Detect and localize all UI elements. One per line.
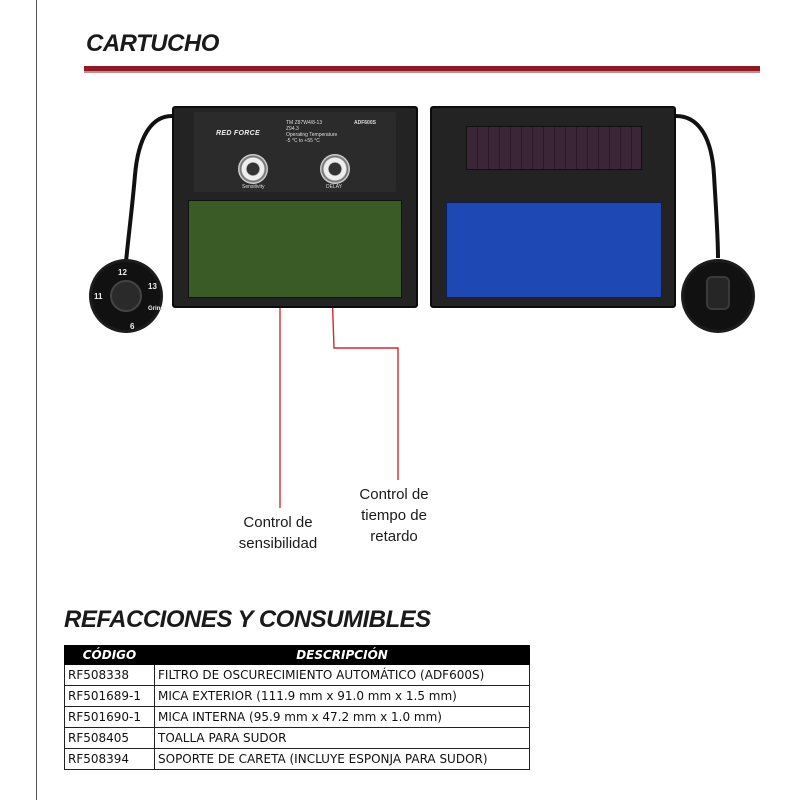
title-divider (84, 66, 760, 71)
dial-number: 12 (118, 268, 127, 277)
callout-sensitivity: Control de sensibilidad (238, 514, 318, 552)
part-code: RF501689-1 (64, 685, 155, 707)
right-cable (675, 114, 720, 259)
dial-number: 6 (130, 322, 135, 331)
part-code: RF508338 (64, 664, 155, 686)
sensitivity-knob-label: Sensitivity (242, 184, 265, 190)
column-header-description: DESCRIPCIÓN (154, 645, 530, 665)
table-row: RF508394 SOPORTE DE CARETA (INCLUYE ESPO… (64, 748, 530, 770)
table-row: RF501690-1 MICA INTERNA (95.9 mm x 47.2 … (64, 706, 530, 728)
part-description: SOPORTE DE CARETA (INCLUYE ESPONJA PARA … (154, 748, 530, 770)
part-description: MICA INTERNA (95.9 mm x 47.2 mm x 1.0 mm… (154, 706, 530, 728)
part-code: RF508394 (64, 748, 155, 770)
part-description: MICA EXTERIOR (111.9 mm x 91.0 mm x 1.5 … (154, 685, 530, 707)
part-description: TOALLA PARA SUDOR (154, 727, 530, 749)
section-title-refacciones: REFACCIONES Y CONSUMIBLES (64, 606, 431, 633)
auto-darkening-lens (188, 200, 402, 298)
model-label: ADF600S (354, 120, 376, 126)
cartridge-control-panel: RED FORCE TM Z87W4/8-13 Z94.3 Operating … (194, 112, 396, 192)
table-header-row: CÓDIGO DESCRIPCIÓN (64, 645, 530, 665)
parts-table: CÓDIGO DESCRIPCIÓN RF508338 FILTRO DE OS… (64, 645, 530, 770)
column-header-code: CÓDIGO (64, 645, 155, 665)
spec-line-4: -5 °C to +55 °C (286, 138, 320, 144)
margin-rule (36, 0, 37, 800)
spec-line-3: Operating Temperature (286, 132, 338, 138)
section-title-cartucho: CARTUCHO (86, 30, 219, 57)
spec-line-1: TM Z87W4/8-13 (286, 120, 323, 126)
table-row: RF508405 TOALLA PARA SUDOR (64, 727, 530, 749)
solar-panel (466, 126, 642, 170)
left-cable (124, 114, 173, 263)
table-row: RF508338 FILTRO DE OSCURECIMIENTO AUTOMÁ… (64, 664, 530, 686)
part-description: FILTRO DE OSCURECIMIENTO AUTOMÁTICO (ADF… (154, 664, 530, 686)
sensitivity-knob[interactable] (238, 154, 268, 184)
power-button[interactable] (706, 276, 730, 310)
dial-number: 13 (148, 282, 157, 291)
delay-knob-label: DELAY (326, 184, 343, 190)
power-button-unit[interactable] (684, 262, 752, 330)
spec-line-2: Z94.3 (286, 126, 299, 132)
dial-number: 11 (94, 292, 103, 301)
table-row: RF501689-1 MICA EXTERIOR (111.9 mm x 91.… (64, 685, 530, 707)
dial-label: Grind (148, 306, 164, 312)
shade-dial-center (110, 280, 142, 312)
part-code: RF508405 (64, 727, 155, 749)
part-code: RF501690-1 (64, 706, 155, 728)
callout-delay: Control de tiempo de retardo (359, 486, 429, 545)
cartridge-front: RED FORCE TM Z87W4/8-13 Z94.3 Operating … (172, 106, 418, 308)
cartridge-back (430, 106, 676, 308)
shade-dial[interactable]: 11 12 13 Grind 6 (92, 262, 164, 331)
title-divider-shadow (84, 71, 760, 73)
back-lens (446, 202, 662, 298)
brand-logo: RED FORCE (216, 130, 260, 137)
delay-knob[interactable] (320, 154, 350, 184)
